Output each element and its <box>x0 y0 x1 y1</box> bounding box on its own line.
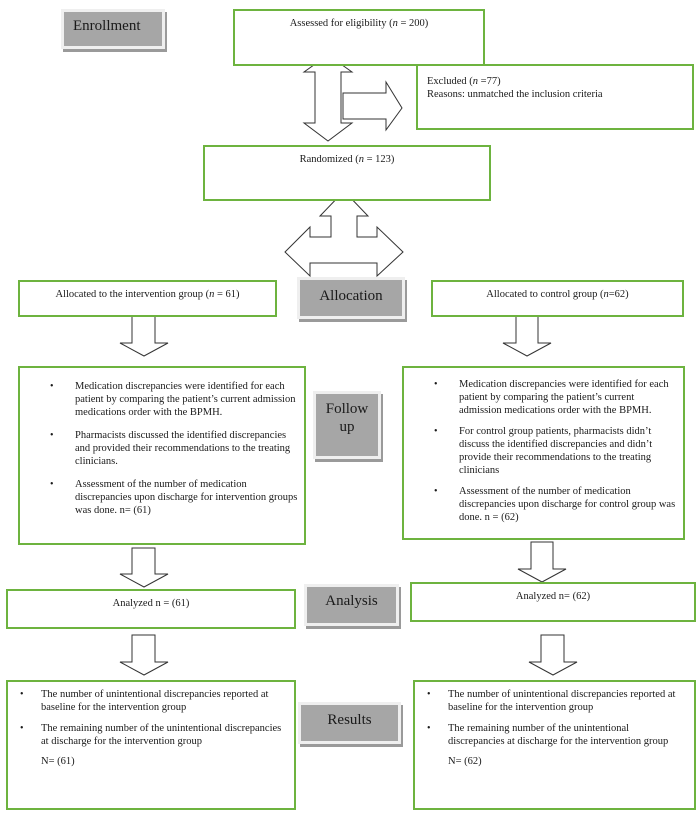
arrow-down-control-3 <box>528 634 578 676</box>
stage-allocation-label: Allocation <box>319 288 383 304</box>
assessed-text: Assessed for eligibility (n = 200) <box>289 18 429 29</box>
excluded-reason: Reasons: unmatched the inclusion criteri… <box>427 89 603 100</box>
double-arrow-vertical <box>302 54 354 142</box>
list-item: The number of unintentional discrepancie… <box>415 688 686 714</box>
allocated-control-box: Allocated to control group (n=62) <box>431 280 684 317</box>
stage-follow-up: Follow up <box>313 391 381 459</box>
list-item: For control group patients, pharmacists … <box>404 425 677 477</box>
list-item: Assessment of the number of medication d… <box>20 478 298 517</box>
stage-follow-up-label-line1: Follow <box>325 401 369 417</box>
results-control-n: N= (62) <box>448 756 482 767</box>
stage-analysis-label: Analysis <box>325 593 378 609</box>
analyzed-control-box: Analyzed n= (62) <box>410 582 696 622</box>
analyzed-intervention-box: Analyzed n = (61) <box>6 589 296 629</box>
allocated-intervention-box: Allocated to the intervention group (n =… <box>18 280 277 317</box>
results-control-box: The number of unintentional discrepancie… <box>413 680 696 810</box>
follow-up-intervention-box: Medication discrepancies were identified… <box>18 366 306 545</box>
follow-up-intervention-list: Medication discrepancies were identified… <box>20 380 298 517</box>
list-item: The remaining number of the unintentiona… <box>8 722 286 748</box>
excluded-count: Excluded (n =77) <box>427 76 501 87</box>
arrow-down-intervention-3 <box>119 634 169 676</box>
arrow-down-control-2 <box>517 541 567 583</box>
list-item: Pharmacists discussed the identified dis… <box>20 429 298 468</box>
stage-results: Results <box>298 702 401 744</box>
analyzed-control-text: Analyzed n= (62) <box>515 591 591 602</box>
stage-results-label: Results <box>327 712 372 728</box>
follow-up-control-list: Medication discrepancies were identified… <box>404 378 677 524</box>
allocated-control-text: Allocated to control group (n=62) <box>486 289 629 300</box>
list-item: Medication discrepancies were identified… <box>20 380 298 419</box>
randomized-box: Randomized (n = 123) <box>203 145 491 201</box>
arrow-right-excluded <box>342 80 403 132</box>
results-intervention-list: The number of unintentional discrepancie… <box>8 688 286 748</box>
stage-follow-up-label-line2: up <box>339 419 355 435</box>
results-control-list: The number of unintentional discrepancie… <box>415 688 686 748</box>
split-arrow-icon <box>284 190 404 278</box>
stage-analysis: Analysis <box>304 584 399 626</box>
stage-allocation: Allocation <box>297 277 405 319</box>
list-item: The number of unintentional discrepancie… <box>8 688 286 714</box>
list-item: The remaining number of the unintentiona… <box>415 722 686 748</box>
assessed-box: Assessed for eligibility (n = 200) <box>233 9 485 66</box>
excluded-box: Excluded (n =77) Reasons: unmatched the … <box>416 64 694 130</box>
randomized-text: Randomized (n = 123) <box>299 154 395 165</box>
list-item: Medication discrepancies were identified… <box>404 378 677 417</box>
results-intervention-box: The number of unintentional discrepancie… <box>6 680 296 810</box>
stage-enrollment-label: Enrollment <box>73 18 141 34</box>
analyzed-intervention-text: Analyzed n = (61) <box>112 598 190 609</box>
list-item: Assessment of the number of medication d… <box>404 485 677 524</box>
follow-up-control-box: Medication discrepancies were identified… <box>402 366 685 540</box>
arrow-down-control-1 <box>502 315 552 357</box>
arrow-down-intervention-2 <box>119 547 169 588</box>
allocated-intervention-text: Allocated to the intervention group (n =… <box>55 289 240 300</box>
results-intervention-n: N= (61) <box>41 756 75 767</box>
stage-enrollment: Enrollment <box>61 9 165 49</box>
arrow-down-intervention-1 <box>119 315 169 357</box>
